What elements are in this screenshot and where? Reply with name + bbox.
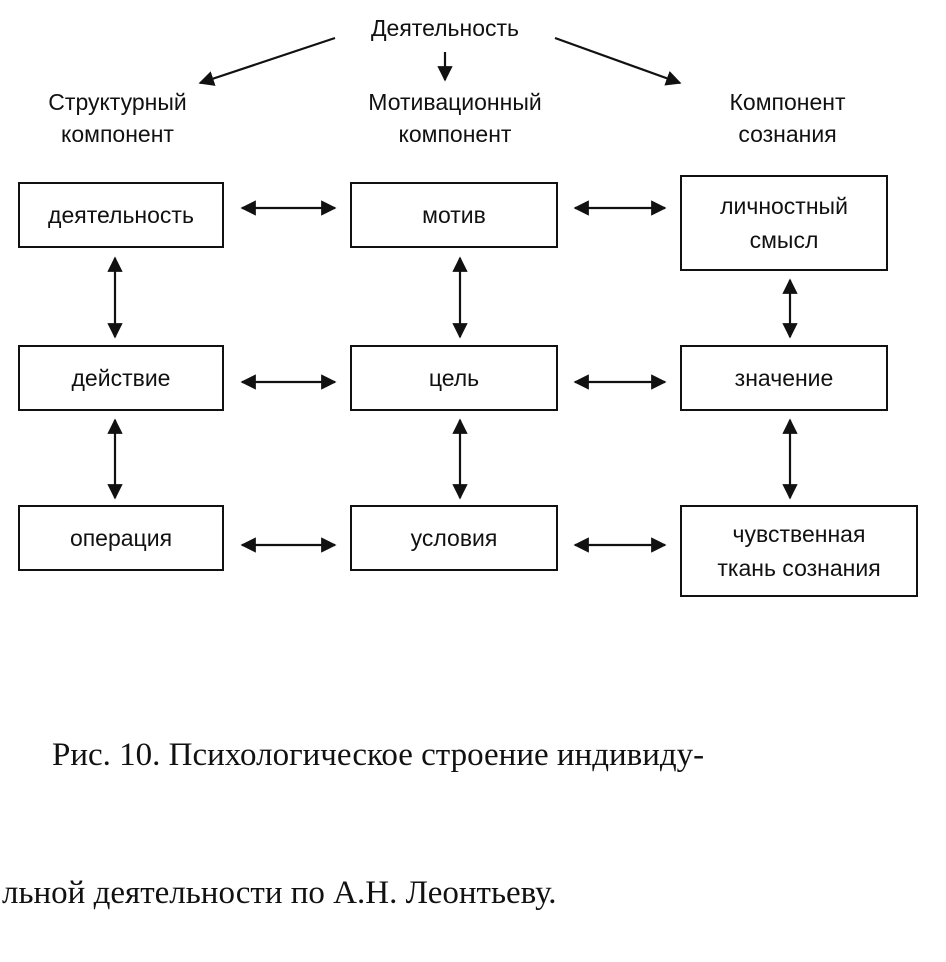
box-consciousness-sensory-fabric: чувственная ткань сознания — [680, 505, 918, 597]
box-motivational-motive: мотив — [350, 182, 558, 248]
caption-line-1: Рис. 10. Психологическое строение индиви… — [52, 737, 705, 773]
box-structural-action: действие — [18, 345, 224, 411]
header-structural: Структурный компонент — [48, 89, 187, 147]
box-motivational-goal: цель — [350, 345, 558, 411]
box-consciousness-personal-meaning: личностный смысл — [680, 175, 888, 271]
box-structural-activity: деятельность — [18, 182, 224, 248]
diagram-canvas — [107, 36, 798, 553]
figure-caption: Рис. 10. Психологическое строение индиви… — [0, 640, 946, 962]
box-structural-operation: операция — [18, 505, 224, 571]
box-motivational-conditions: условия — [350, 505, 558, 571]
header-consciousness: Компонент сознания — [729, 89, 846, 147]
arrow-root-to-consciousness — [554, 36, 682, 86]
caption-line-2: льной деятельности по А.Н. Леонтьеву. — [2, 875, 557, 911]
box-consciousness-meaning: значение — [680, 345, 888, 411]
root-label: Деятельность — [370, 15, 520, 41]
arrow-root-to-structural — [198, 36, 336, 86]
header-motivational: Мотивационный компонент — [368, 89, 542, 147]
